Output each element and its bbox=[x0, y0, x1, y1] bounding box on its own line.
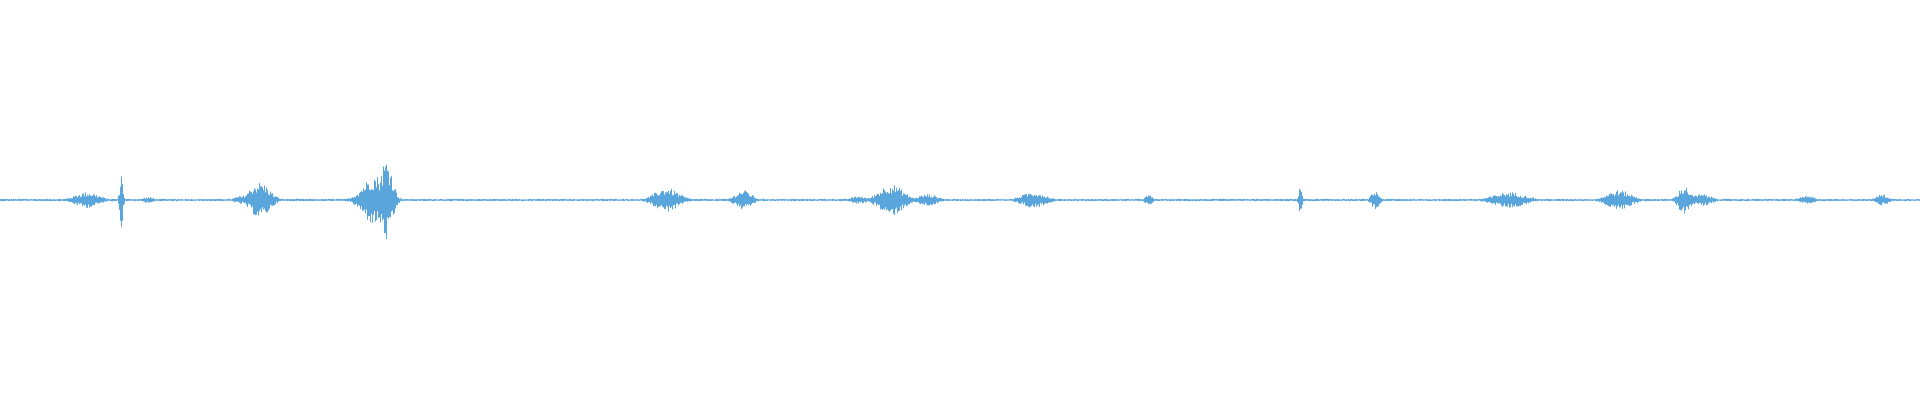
waveform-signal bbox=[0, 164, 1920, 240]
